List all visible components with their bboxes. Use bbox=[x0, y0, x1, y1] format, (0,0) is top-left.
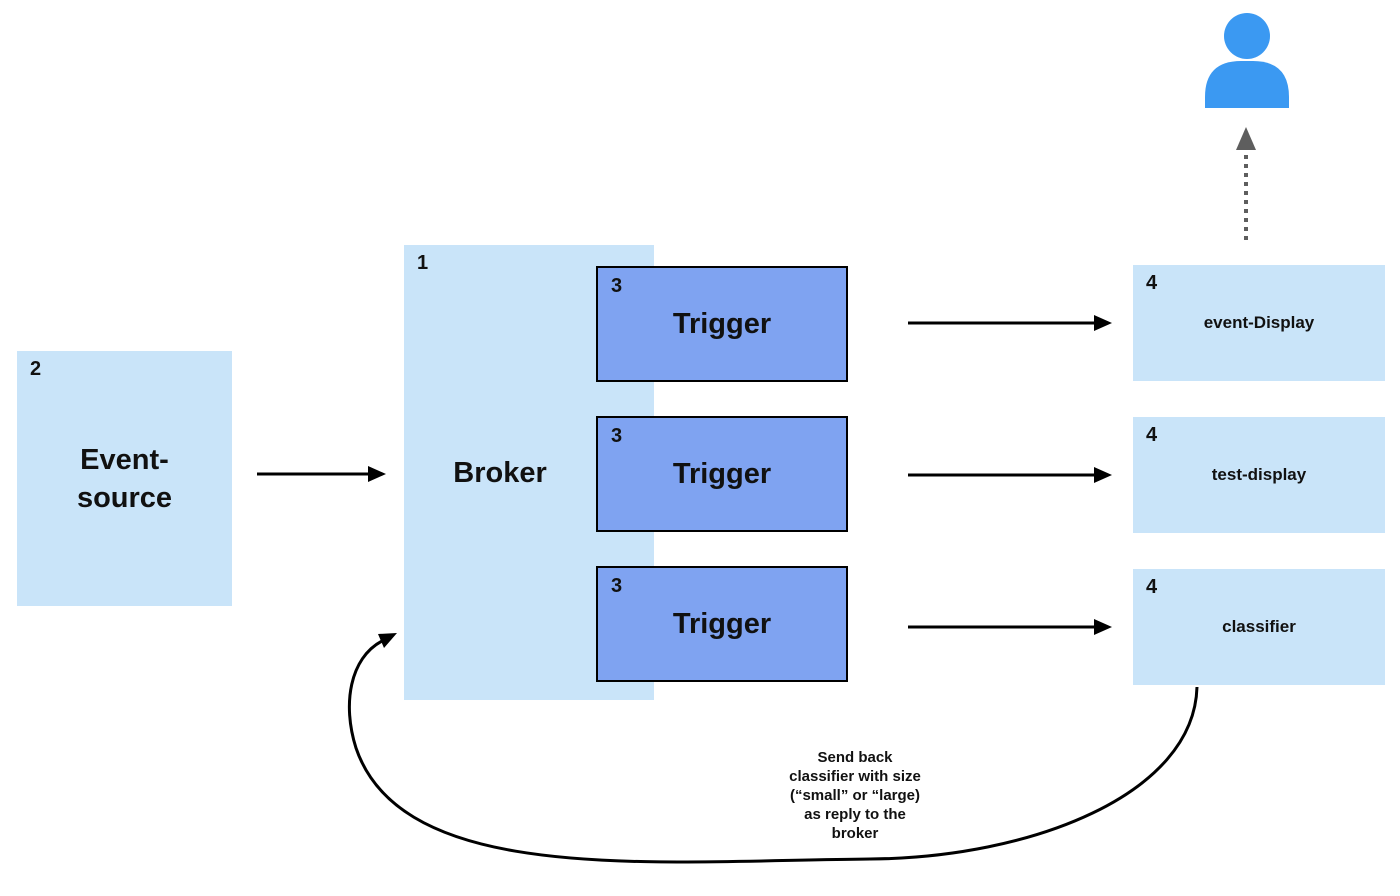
event-source-label: Event- source bbox=[76, 443, 173, 514]
trigger-1-label-zone: Trigger bbox=[598, 268, 846, 380]
event-display-number-badge: 4 bbox=[1146, 272, 1158, 294]
broker-label-zone: Broker bbox=[404, 245, 596, 700]
event-display-label-zone: event-Display bbox=[1133, 265, 1385, 381]
trigger-1-label: Trigger bbox=[672, 308, 772, 340]
arrow-trigger2-to-test-display bbox=[908, 467, 1112, 483]
reply-annotation-line: classifier with size bbox=[789, 768, 921, 785]
event-source-label-zone: Event- source bbox=[17, 351, 232, 606]
service-node-event-display: 4 event-Display bbox=[1133, 265, 1385, 381]
person-icon bbox=[1205, 13, 1289, 108]
trigger-2-label-zone: Trigger bbox=[598, 418, 846, 530]
trigger-3-label-zone: Trigger bbox=[598, 568, 846, 680]
classifier-label: classifier bbox=[1222, 617, 1296, 636]
reply-annotation-line: as reply to the bbox=[804, 806, 906, 823]
service-node-classifier: 4 classifier bbox=[1133, 569, 1385, 685]
classifier-number-badge: 4 bbox=[1146, 576, 1158, 598]
event-source-number-badge: 2 bbox=[30, 358, 42, 380]
event-source-node: 2 Event- source bbox=[17, 351, 232, 606]
test-display-label-zone: test-display bbox=[1133, 417, 1385, 533]
trigger-3-label: Trigger bbox=[672, 608, 772, 640]
arrow-trigger1-to-event-display bbox=[908, 315, 1112, 331]
arrow-source-to-broker bbox=[257, 466, 386, 482]
reply-annotation: Send back classifier with size (“small” … bbox=[705, 748, 1005, 843]
arrow-trigger3-to-classifier bbox=[908, 619, 1112, 635]
broker-number-badge: 1 bbox=[417, 252, 429, 274]
trigger-1-number-badge: 3 bbox=[611, 275, 623, 297]
test-display-number-badge: 4 bbox=[1146, 424, 1158, 446]
reply-annotation-line: broker bbox=[831, 825, 879, 842]
trigger-node-1: 3 Trigger bbox=[596, 266, 848, 382]
broker-label: Broker bbox=[453, 456, 547, 489]
trigger-2-number-badge: 3 bbox=[611, 425, 623, 447]
trigger-3-number-badge: 3 bbox=[611, 575, 623, 597]
trigger-2-label: Trigger bbox=[672, 458, 772, 490]
event-display-label: event-Display bbox=[1203, 313, 1315, 332]
reply-annotation-line: Send back bbox=[817, 749, 893, 766]
classifier-label-zone: classifier bbox=[1133, 569, 1385, 685]
trigger-node-2: 3 Trigger bbox=[596, 416, 848, 532]
trigger-node-3: 3 Trigger bbox=[596, 566, 848, 682]
arrow-event-display-to-user bbox=[1236, 127, 1256, 240]
reply-annotation-line: (“small” or “large) bbox=[789, 787, 921, 804]
service-node-test-display: 4 test-display bbox=[1133, 417, 1385, 533]
test-display-label: test-display bbox=[1211, 465, 1307, 484]
